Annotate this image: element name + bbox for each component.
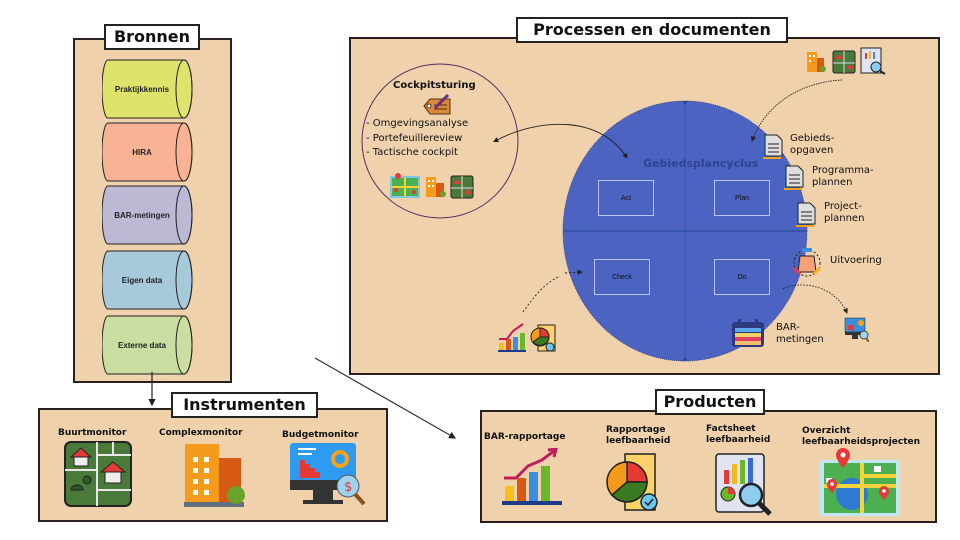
quadrant-do: Do (714, 259, 770, 295)
neighborhood-icon (450, 175, 474, 199)
factsheet-leefbaarheid-icon (715, 453, 772, 516)
bar-rapportage-icon (502, 448, 562, 505)
source-label: Externe data (117, 340, 167, 350)
growth-chart-icon (498, 323, 526, 352)
processen-title: Processen en documenten (516, 17, 788, 43)
neighborhood-icon (832, 50, 856, 74)
map-icon (390, 173, 420, 198)
complexmonitor-icon (184, 444, 245, 507)
cycle-title: Gebiedsplancyclus (643, 157, 759, 170)
svg-text:$: $ (344, 480, 352, 495)
calendar-icon (732, 319, 764, 347)
teamwork-hands-icon (792, 248, 822, 277)
source-cylinder: BAR-metingen (102, 185, 194, 245)
document-icon (783, 165, 804, 190)
arrow-to-producten (314, 357, 457, 439)
document-icon (795, 202, 816, 227)
quadrant-act: Act (598, 180, 654, 216)
producten-title: Producten (655, 389, 765, 415)
bronnen-title: Bronnen (104, 24, 200, 50)
source-cylinder: Externe data (102, 315, 194, 375)
document-label: Gebieds-opgaven (790, 133, 835, 156)
gebiedsplancyclus-circle (562, 100, 808, 362)
source-label: Eigen data (121, 275, 163, 285)
quadrant-check: Check (594, 259, 650, 295)
instrumenten-title: Instrumenten (171, 392, 318, 418)
source-label: BAR-metingen (114, 210, 170, 220)
instrument-label: Budgetmonitor (282, 430, 359, 440)
source-label: Praktijkkennis (114, 84, 170, 94)
cockpit-title: Cockpitsturing (393, 80, 476, 91)
building-icon (807, 52, 826, 72)
monitor-analytics-icon (844, 317, 869, 342)
document-icon (762, 134, 783, 159)
overzicht-projecten-map-icon (820, 448, 900, 516)
instrument-label: Complexmonitor (159, 428, 243, 438)
budgetmonitor-icon: $ (290, 443, 366, 506)
rapportage-leefbaarheid-icon (606, 453, 658, 511)
cockpit-item: - Omgevingsanalyse (366, 118, 469, 129)
instrument-label: Buurtmonitor (58, 428, 127, 438)
source-cylinder: Eigen data (102, 250, 194, 310)
tag-pen-icon (423, 94, 451, 115)
quadrant-plan: Plan (714, 180, 770, 216)
cockpit-item: - Tactische cockpit (366, 147, 458, 158)
uitvoering-label: Uitvoering (830, 255, 882, 266)
source-label: HIRA (132, 147, 152, 157)
report-pie-icon (530, 324, 556, 352)
source-cylinder: HIRA (102, 122, 194, 182)
source-cylinder: Praktijkkennis (102, 59, 194, 119)
document-label: Programma-plannen (812, 165, 874, 188)
building-icon (426, 177, 446, 197)
bar-metingen-label: BAR-metingen (776, 322, 824, 345)
buurtmonitor-icon (64, 441, 132, 507)
product-label: BAR-rapportage (484, 432, 566, 442)
cockpit-item: - Portefeuillereview (366, 133, 463, 144)
factsheet-icon (860, 47, 886, 75)
document-label: Project-plannen (824, 201, 865, 224)
